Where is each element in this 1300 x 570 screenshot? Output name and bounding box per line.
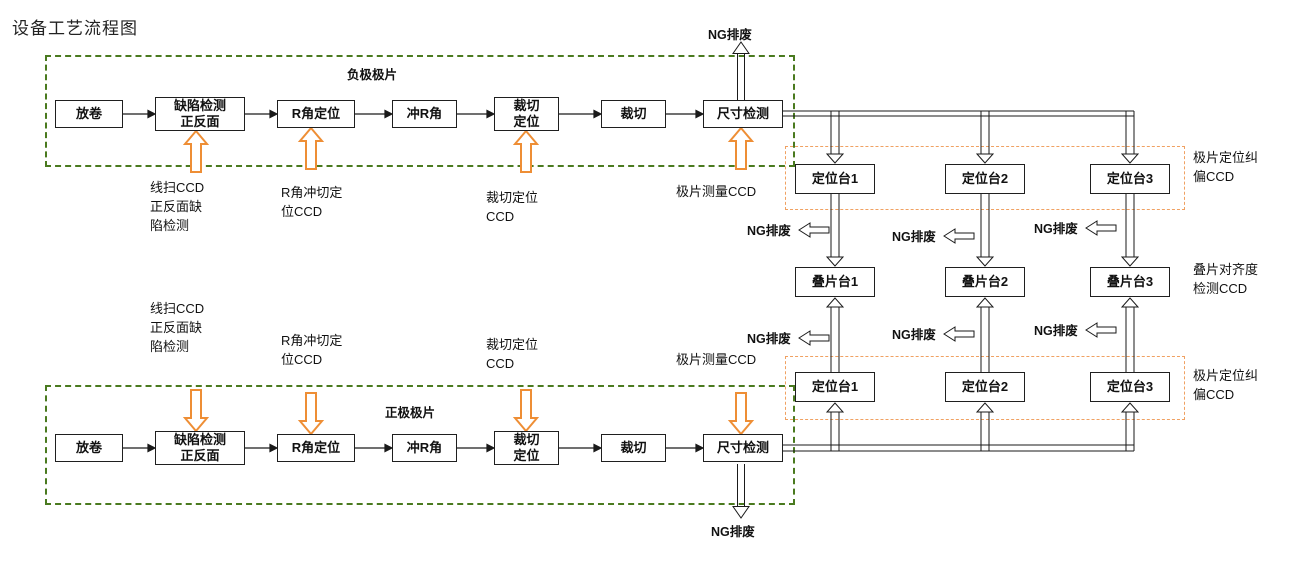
ccd-label-measure-pos: 极片测量CCD [676, 352, 757, 367]
node-stack-stage3: 叠片台3 [1090, 267, 1170, 297]
page-title: 设备工艺流程图 [12, 19, 138, 38]
locate-stage-top-group-box [785, 146, 1185, 210]
node-locate-stage1-top: 定位台1 [795, 164, 875, 194]
node-unwind-pos: 放卷 [55, 434, 123, 462]
node-size-inspect-neg: 尺寸检测 [703, 100, 783, 128]
node-size-inspect-pos: 尺寸检测 [703, 434, 783, 462]
ng-label-gap2-col2: NG排废 [892, 328, 936, 342]
ng-label-top: NG排废 [708, 28, 752, 42]
ng-label-gap1-col3: NG排废 [1034, 222, 1078, 236]
ng-label-gap2-col1: NG排废 [747, 332, 791, 346]
ng-label-bottom: NG排废 [711, 525, 755, 539]
neg-group-label: 负极极片 [347, 68, 398, 82]
node-locate-stage3-top: 定位台3 [1090, 164, 1170, 194]
pos-group-label: 正极极片 [385, 406, 436, 420]
node-defect-inspect-neg: 缺陷检测 正反面 [155, 97, 245, 131]
ng-label-gap2-col3: NG排废 [1034, 324, 1078, 338]
ccd-label-linescan-pos: 线扫CCD 正反面缺 陷检测 [150, 301, 205, 354]
node-locate-stage2-bottom: 定位台2 [945, 372, 1025, 402]
side-label-locate-ccd-bottom: 极片定位纠 偏CCD [1193, 368, 1259, 402]
node-cut-locate-pos: 裁切 定位 [494, 431, 559, 465]
node-locate-stage3-bottom: 定位台3 [1090, 372, 1170, 402]
ccd-label-cut-neg: 裁切定位 CCD [486, 190, 539, 224]
node-stack-stage1: 叠片台1 [795, 267, 875, 297]
node-cut-locate-neg: 裁切 定位 [494, 97, 559, 131]
ng-label-gap1-col2: NG排废 [892, 230, 936, 244]
node-stack-stage2: 叠片台2 [945, 267, 1025, 297]
node-punch-rcorner-pos: 冲R角 [392, 434, 457, 462]
node-rcorner-locate-pos: R角定位 [277, 434, 355, 462]
node-punch-rcorner-neg: 冲R角 [392, 100, 457, 128]
ng-label-gap1-col1: NG排废 [747, 224, 791, 238]
node-locate-stage2-top: 定位台2 [945, 164, 1025, 194]
node-rcorner-locate-neg: R角定位 [277, 100, 355, 128]
ccd-label-measure-neg: 极片测量CCD [676, 184, 757, 199]
node-unwind-neg: 放卷 [55, 100, 123, 128]
node-cut-neg: 裁切 [601, 100, 666, 128]
ccd-label-cut-pos: 裁切定位 CCD [486, 337, 539, 371]
node-cut-pos: 裁切 [601, 434, 666, 462]
locate-stage-bottom-group-box [785, 356, 1185, 420]
node-defect-inspect-pos: 缺陷检测 正反面 [155, 431, 245, 465]
side-label-stack-align-ccd: 叠片对齐度 检测CCD [1193, 262, 1259, 296]
node-locate-stage1-bottom: 定位台1 [795, 372, 875, 402]
ccd-label-rcorner-neg: R角冲切定 位CCD [281, 185, 343, 219]
ccd-label-linescan-neg: 线扫CCD 正反面缺 陷检测 [150, 180, 205, 233]
ccd-label-rcorner-pos: R角冲切定 位CCD [281, 333, 343, 367]
side-label-locate-ccd-top: 极片定位纠 偏CCD [1193, 150, 1259, 184]
